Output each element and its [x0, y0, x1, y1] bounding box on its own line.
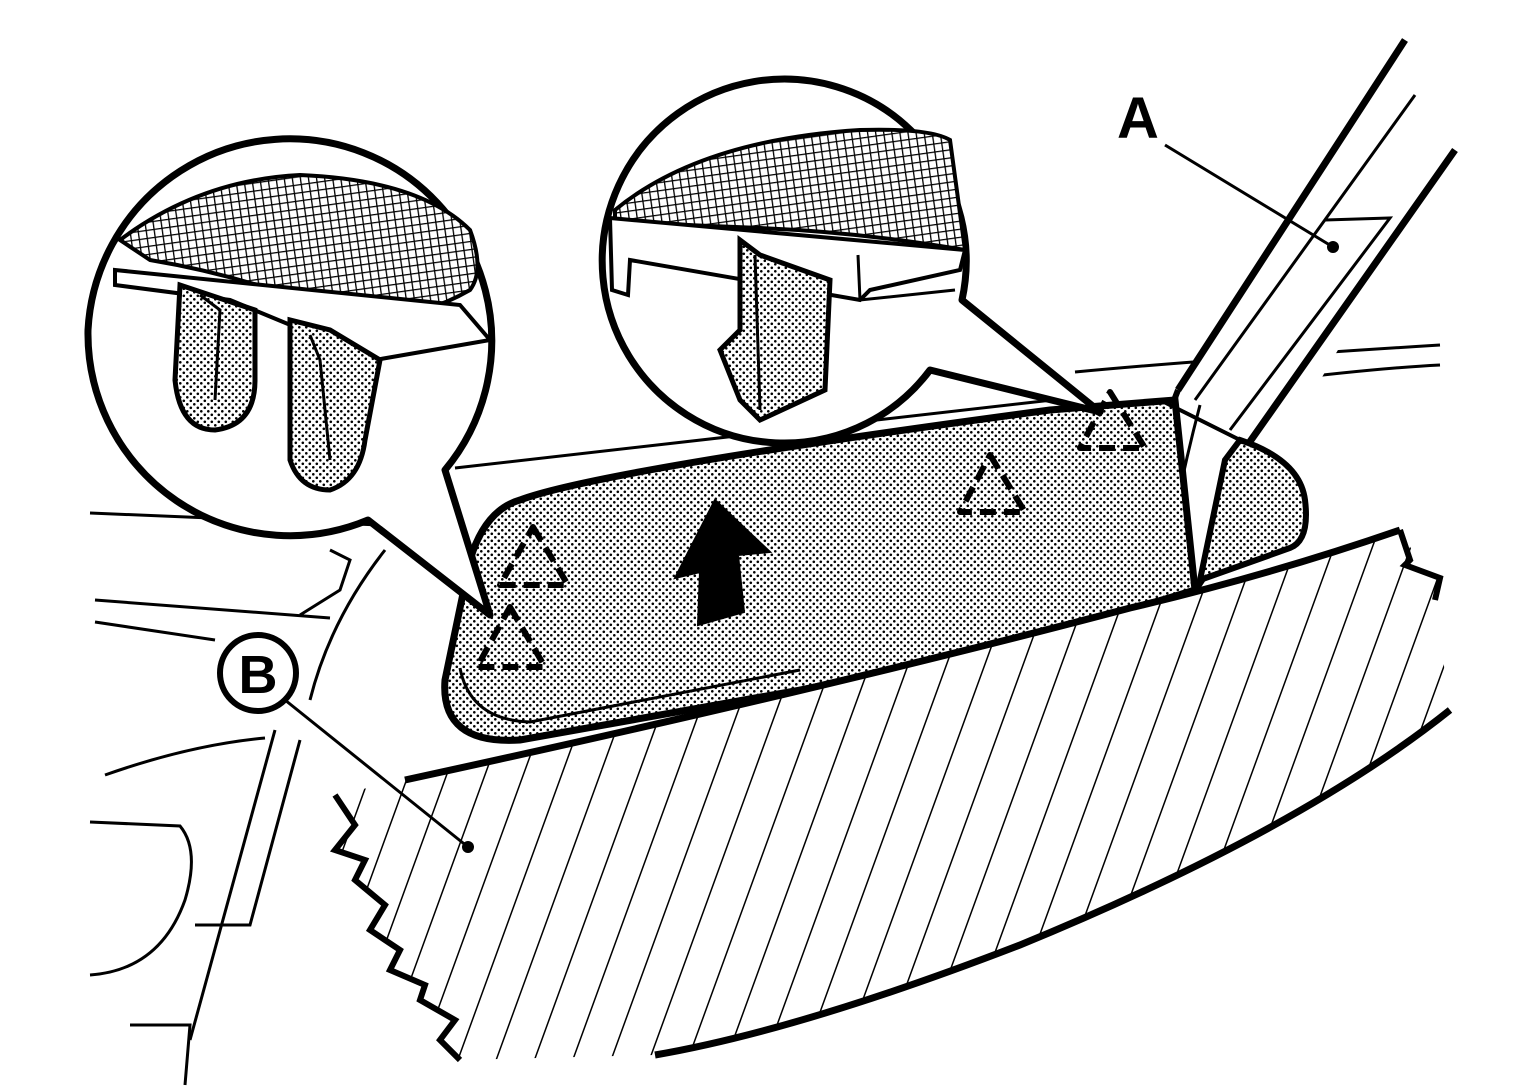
- left-detail-callout: [84, 135, 496, 619]
- background-structure: [89, 343, 1441, 1086]
- leader-lines: [284, 143, 1334, 849]
- label-a: A: [1117, 86, 1159, 151]
- leader-line-a: [1164, 143, 1334, 249]
- clip-marker-icon: [474, 604, 548, 670]
- leader-line-b: [284, 698, 469, 849]
- label-b-badge: B: [217, 632, 299, 714]
- upward-arrow-icon: [673, 498, 773, 627]
- label-b-circle: [217, 632, 299, 714]
- clip-marker-icon: [957, 452, 1028, 515]
- leader-dot-a: [1327, 241, 1339, 253]
- label-b: B: [239, 645, 278, 705]
- clip-markers: [474, 389, 1148, 670]
- hatched-panel-b: [329, 526, 1453, 1063]
- clip-marker-icon: [497, 524, 571, 588]
- right-detail-callout: [598, 75, 1104, 447]
- clip-marker-icon: [1077, 389, 1148, 451]
- leader-dot-b: [462, 841, 474, 853]
